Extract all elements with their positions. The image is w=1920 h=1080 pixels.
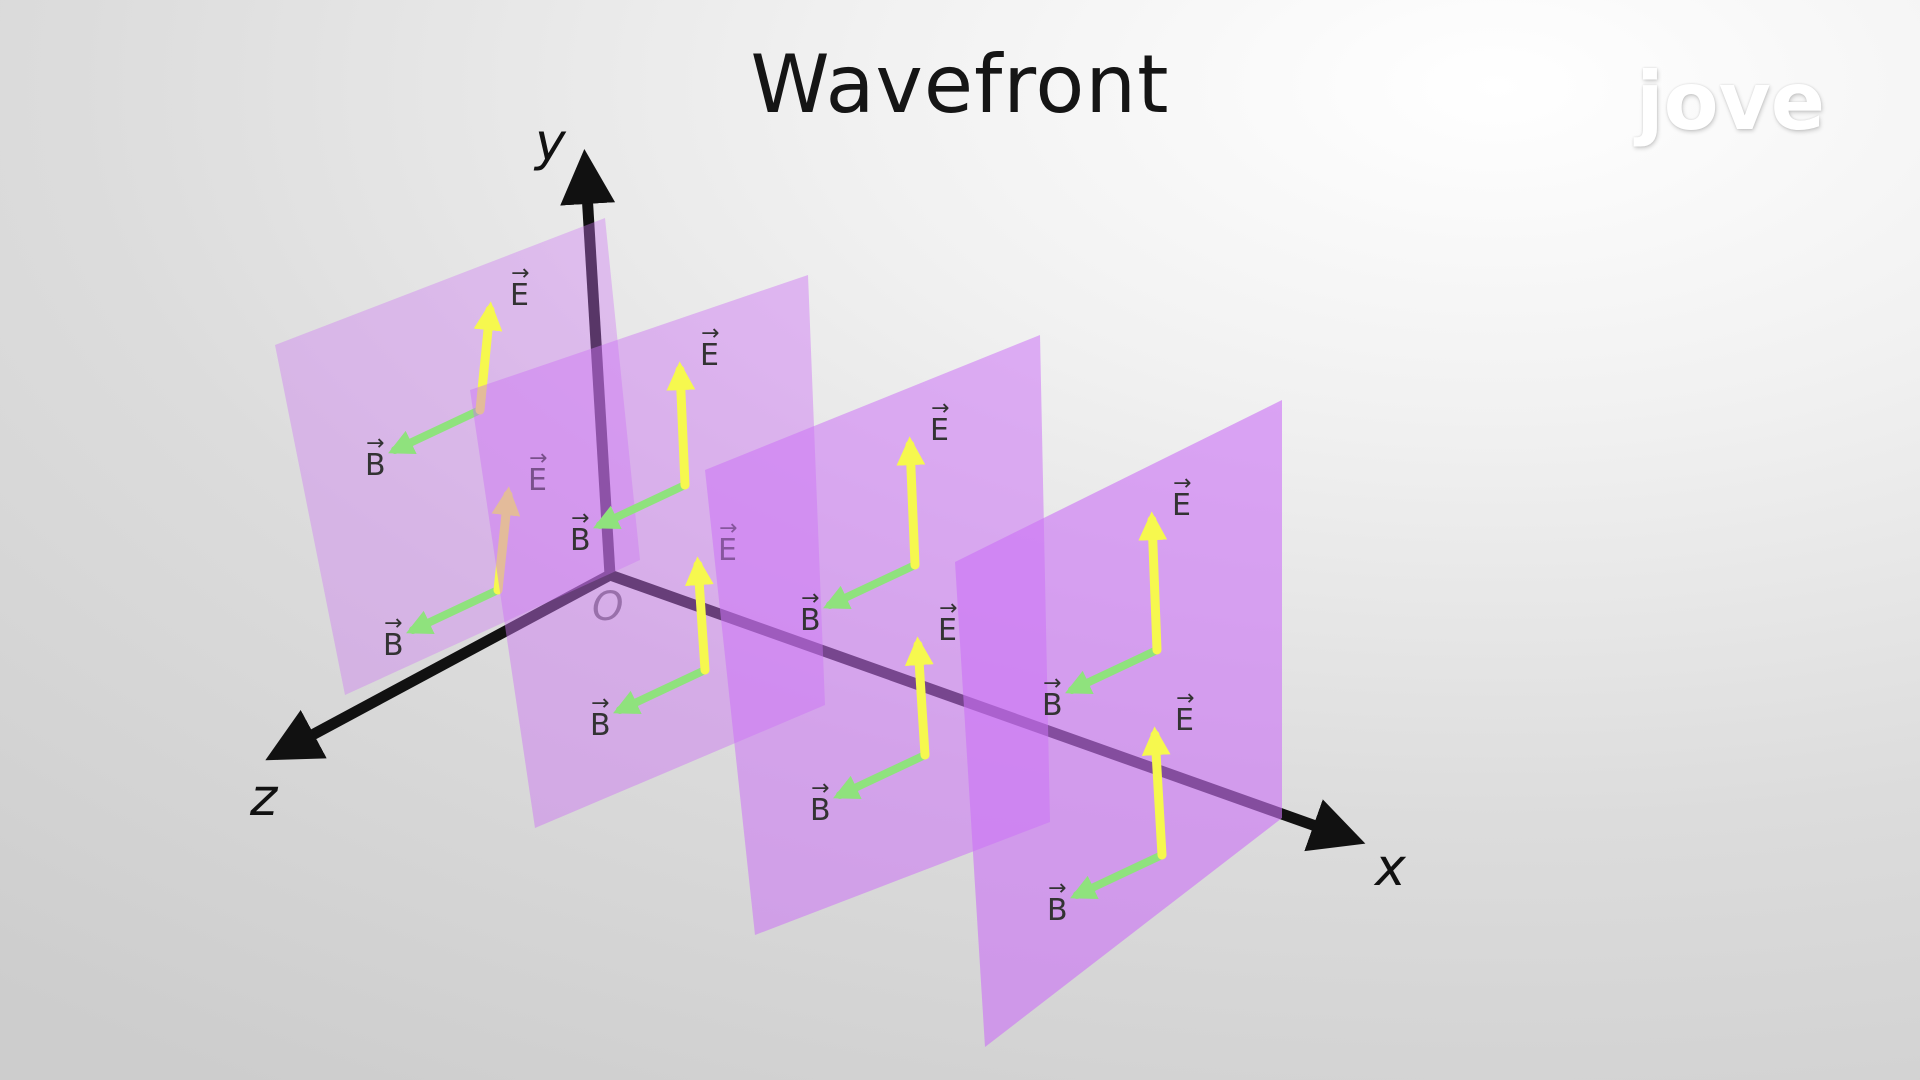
wavefront-plane-4-surface <box>955 400 1282 1047</box>
b-field-arrow <box>823 561 919 609</box>
e-vector-label: E <box>930 413 949 448</box>
b-vector-label: B <box>590 708 611 743</box>
e-field-arrow <box>491 486 521 595</box>
b-vector-label: B <box>800 603 821 638</box>
b-vector-arrow-glyph: → <box>571 506 589 531</box>
e-vector-arrow-glyph: → <box>939 596 957 621</box>
e-vector-label: E <box>700 338 719 373</box>
e-vector-label: E <box>1175 703 1194 738</box>
b-field-arrow <box>406 586 502 634</box>
b-vector-label: B <box>1042 688 1063 723</box>
b-field-arrow <box>1065 646 1161 694</box>
e-vector-label: E <box>938 613 957 648</box>
e-vector-label: E <box>1172 488 1191 523</box>
b-vector-label: B <box>810 793 831 828</box>
e-vector-arrow-glyph: → <box>1176 686 1194 711</box>
b-vector-label: B <box>570 523 591 558</box>
e-field-arrow <box>666 361 696 490</box>
e-vector-label: E <box>510 278 529 313</box>
b-vector-arrow-glyph: → <box>1043 671 1061 696</box>
x-axis-label: x <box>1373 838 1407 898</box>
e-field-arrow <box>1138 511 1168 655</box>
e-vector-label: E <box>528 463 547 498</box>
b-vector-label: B <box>365 448 386 483</box>
wavefront-plane-1: E→B→E→B→ <box>275 218 640 695</box>
e-vector-arrow-glyph: → <box>701 321 719 346</box>
e-vector-arrow-glyph: → <box>931 396 949 421</box>
e-field-arrow <box>1141 726 1171 860</box>
wavefront-plane-3: E→B→E→B→ <box>705 335 1050 935</box>
b-field-arrow <box>833 751 929 799</box>
b-vector-arrow-glyph: → <box>384 611 402 636</box>
page-title: Wavefront <box>750 38 1170 131</box>
e-field-arrow <box>904 636 934 760</box>
e-field-arrow <box>473 301 503 415</box>
wavefront-plane-3-surface <box>705 335 1050 935</box>
e-field-arrow <box>684 556 714 675</box>
wavefront-plane-1-surface <box>275 218 640 695</box>
b-vector-arrow-glyph: → <box>366 431 384 456</box>
b-field-arrow <box>613 666 709 714</box>
b-vector-arrow-glyph: → <box>801 586 819 611</box>
origin-label: O <box>592 584 623 630</box>
wavefront-plane-4: E→B→E→B→ <box>955 400 1282 1047</box>
z-axis-label: z <box>249 768 279 828</box>
y-axis-label: y <box>533 113 567 173</box>
z-axis <box>265 570 613 761</box>
b-vector-label: B <box>383 628 404 663</box>
e-vector-arrow-glyph: → <box>529 446 547 471</box>
b-field-arrow <box>1070 851 1166 899</box>
e-vector-arrow-glyph: → <box>1173 471 1191 496</box>
b-field-arrow <box>593 481 689 529</box>
b-field-arrow <box>388 406 484 454</box>
b-vector-arrow-glyph: → <box>1048 876 1066 901</box>
e-field-arrow <box>896 436 926 570</box>
e-vector-arrow-glyph: → <box>511 261 529 286</box>
b-vector-label: B <box>1047 893 1068 928</box>
b-vector-arrow-glyph: → <box>591 691 609 716</box>
jove-logo: jove <box>1636 55 1825 148</box>
b-vector-arrow-glyph: → <box>811 776 829 801</box>
